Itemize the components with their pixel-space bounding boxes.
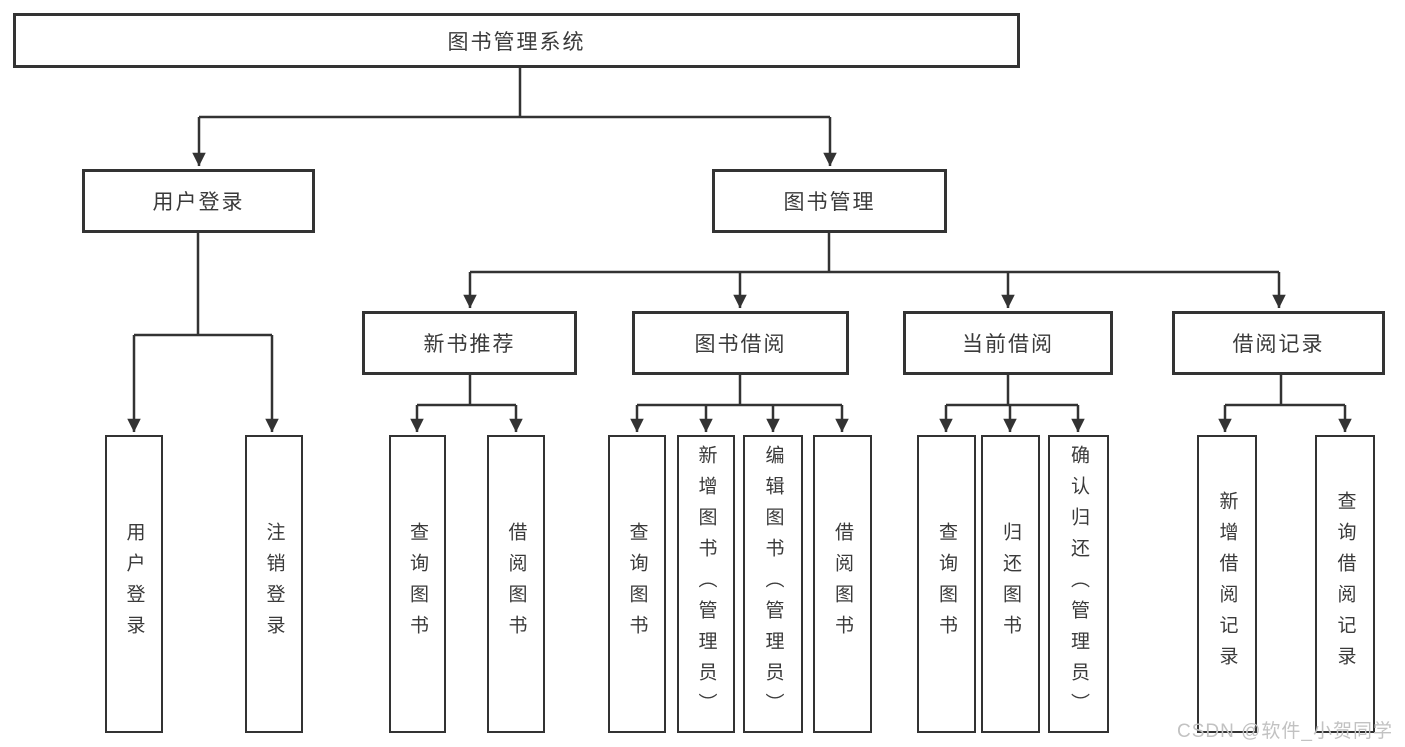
leaf-return-books: 归还图书 [981,435,1040,733]
node-label: 图书借阅 [694,333,787,356]
leaf-query-books: 查询图书 [608,435,666,733]
leaf-label: 查询图书 [407,522,428,646]
leaf-confirm-return-admin: 确认归还（管理员） [1048,435,1109,733]
leaf-query-borrow-record: 查询借阅记录 [1315,435,1375,733]
leaf-borrow-books: 借阅图书 [487,435,545,733]
leaf-logout: 注销登录 [245,435,303,733]
leaf-label: 借阅图书 [832,522,853,646]
leaf-label: 归还图书 [1000,522,1021,646]
node-label: 图书管理系统 [447,30,586,54]
leaf-label: 借阅图书 [505,522,527,646]
leaf-query-books: 查询图书 [389,435,446,733]
node-current-borrow: 当前借阅 [903,311,1113,375]
leaf-label: 查询图书 [626,522,648,646]
node-new-book-recommend: 新书推荐 [362,311,577,375]
node-book-management: 图书管理 [712,169,947,233]
leaf-label: 新增图书（管理员） [695,444,717,724]
leaf-user-login: 用户登录 [105,435,163,733]
leaf-edit-books-admin: 编辑图书（管理员） [743,435,803,733]
node-library-management-system: 图书管理系统 [13,13,1020,68]
leaf-add-books-admin: 新增图书（管理员） [677,435,735,733]
node-label: 当前借阅 [962,333,1054,356]
leaf-borrow-books: 借阅图书 [813,435,872,733]
leaf-add-borrow-record: 新增借阅记录 [1197,435,1257,733]
leaf-label: 确认归还（管理员） [1068,444,1089,724]
node-label: 用户登录 [152,191,245,214]
leaf-label: 编辑图书（管理员） [762,444,784,724]
node-label: 借阅记录 [1232,333,1325,356]
node-label: 新书推荐 [423,333,516,356]
leaf-label: 用户登录 [123,522,145,646]
leaf-label: 新增借阅记录 [1216,491,1238,677]
node-book-borrow: 图书借阅 [632,311,849,375]
node-label: 图书管理 [783,191,876,214]
node-borrow-records: 借阅记录 [1172,311,1385,375]
leaf-label: 查询借阅记录 [1334,491,1356,677]
leaf-query-books: 查询图书 [917,435,976,733]
node-user-login: 用户登录 [82,169,315,233]
leaf-label: 注销登录 [263,522,285,646]
leaf-label: 查询图书 [936,522,957,646]
